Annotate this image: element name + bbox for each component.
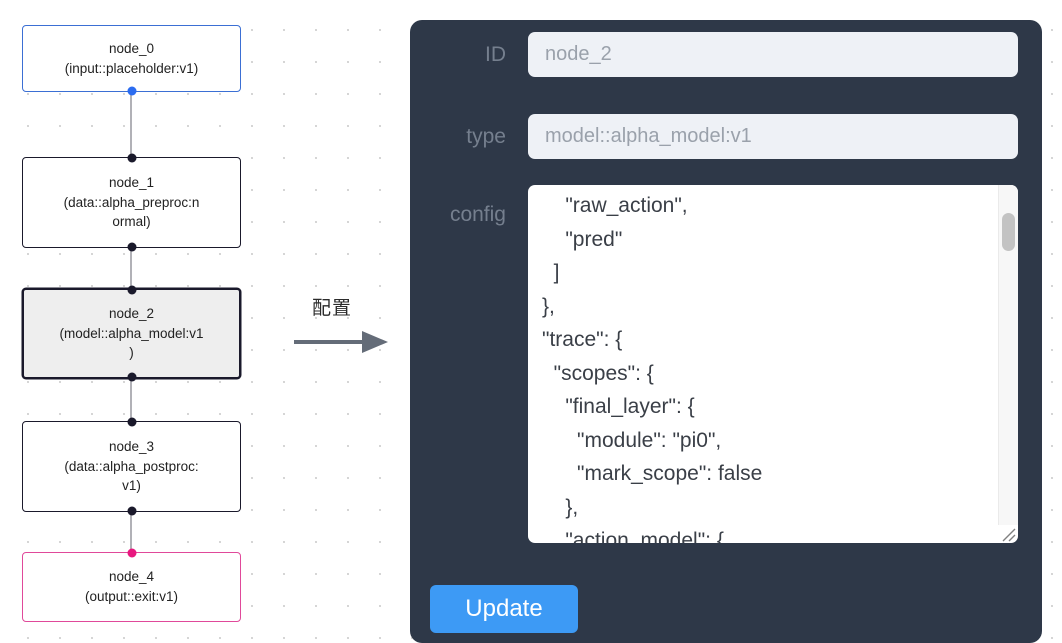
resize-grip-icon[interactable] (998, 524, 1016, 542)
node-handle-source[interactable] (127, 506, 136, 516)
node-handle-target[interactable] (127, 548, 136, 558)
field-row-id: ID (410, 32, 1018, 77)
config-scrollbar-track[interactable] (998, 185, 1018, 525)
config-scrollbar-thumb[interactable] (1002, 213, 1015, 251)
graph-node-node_1[interactable]: node_1 (data::alpha_preproc:n ormal) (22, 153, 241, 252)
right-arrow-icon (294, 331, 388, 353)
edge-node3-node4[interactable] (130, 512, 132, 552)
node-handle-source[interactable] (127, 242, 136, 252)
graph-node-label: node_4 (output::exit:v1) (84, 569, 179, 604)
graph-node-label: node_2 (model::alpha_model:v1 ) (59, 306, 204, 361)
edge-node0-node1[interactable] (130, 92, 132, 157)
graph-node-node_2[interactable]: node_2 (model::alpha_model:v1 ) (22, 285, 241, 382)
graph-node-node_4[interactable]: node_4 (output::exit:v1) (22, 548, 241, 622)
node-config-panel: ID type config "raw_action", "pred" ] },… (410, 20, 1042, 643)
id-input[interactable] (528, 32, 1018, 77)
type-field-label: type (466, 124, 506, 148)
field-row-config: config "raw_action", "pred" ] }, "trace"… (410, 185, 1018, 543)
edge-node2-node3[interactable] (130, 379, 132, 421)
node-handle-source[interactable] (127, 86, 136, 96)
config-field-label: config (449, 203, 506, 226)
type-input[interactable] (528, 114, 1018, 159)
flow-caption-label: 配置 (311, 297, 352, 319)
config-textarea[interactable]: "raw_action", "pred" ] }, "trace": { "sc… (528, 185, 976, 543)
graph-node-node_0[interactable]: node_0 (input::placeholder:v1) (22, 25, 241, 96)
graph-node-label: node_1 (data::alpha_preproc:n ormal) (63, 175, 200, 230)
graph-node-label: node_3 (data::alpha_postproc: v1) (64, 439, 199, 494)
graph-node-node_3[interactable]: node_3 (data::alpha_postproc: v1) (22, 417, 241, 516)
edge-node1-node2[interactable] (130, 248, 132, 288)
node-handle-target[interactable] (127, 285, 136, 295)
node-handle-target[interactable] (127, 153, 136, 163)
graph-node-label: node_0 (input::placeholder:v1) (64, 40, 199, 76)
field-row-type: type (410, 114, 1018, 159)
node-handle-source[interactable] (127, 372, 136, 382)
id-field-label: ID (485, 42, 506, 66)
config-textarea-wrapper: "raw_action", "pred" ] }, "trace": { "sc… (528, 185, 1018, 543)
update-button[interactable]: Update (430, 585, 578, 633)
flow-annotation: 配置 (292, 293, 407, 363)
node-handle-target[interactable] (127, 417, 136, 427)
